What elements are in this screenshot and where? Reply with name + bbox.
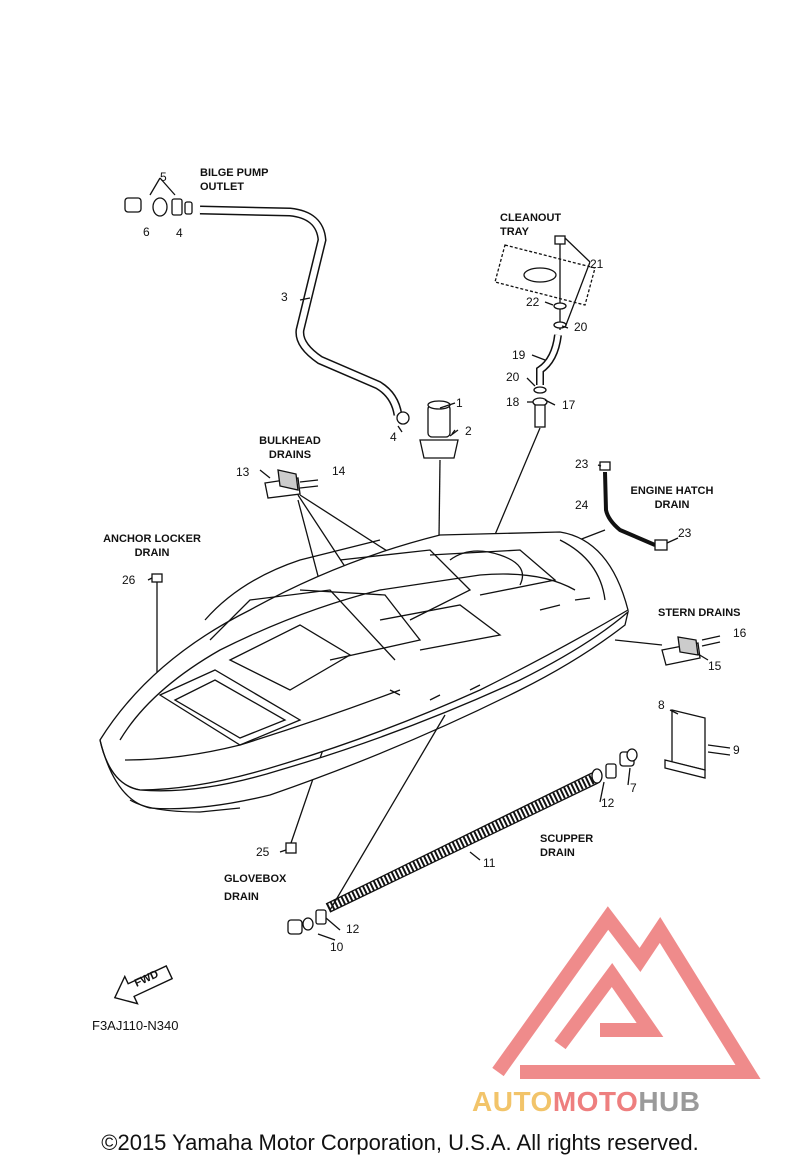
callout-20-lower: 20 xyxy=(506,370,520,384)
bilge-pump xyxy=(427,404,451,438)
callout-23-upper: 23 xyxy=(575,457,589,471)
callout-12-fwd: 12 xyxy=(346,922,360,936)
callout-22: 22 xyxy=(526,295,540,309)
scupper-hose xyxy=(325,773,598,913)
callout-8: 8 xyxy=(658,698,665,712)
callout-1: 1 xyxy=(456,396,463,410)
callout-26: 26 xyxy=(122,573,136,587)
figure-code: F3AJ110-N340 xyxy=(92,1018,179,1033)
callout-19: 19 xyxy=(512,348,526,362)
callout-13: 13 xyxy=(236,465,250,479)
label-glovebox-drain: GLOVEBOX DRAIN xyxy=(224,873,287,903)
callout-10: 10 xyxy=(330,940,344,954)
callout-4-outlet: 4 xyxy=(176,226,183,240)
callout-18: 18 xyxy=(506,395,520,409)
callout-24: 24 xyxy=(575,498,589,512)
label-scupper-drain: SCUPPER DRAIN xyxy=(540,833,594,859)
callout-17: 17 xyxy=(562,398,576,412)
cleanout-tray xyxy=(494,244,596,306)
watermark-text: AUTOMOTOHUB xyxy=(472,1086,701,1117)
fwd-arrow-icon xyxy=(113,965,174,1005)
label-stern-drains: STERN DRAINS xyxy=(658,607,741,619)
line-art xyxy=(99,177,731,941)
callout-16: 16 xyxy=(733,626,747,640)
callout-20-upper: 20 xyxy=(574,320,588,334)
label-cleanout-tray: CLEANOUT TRAY xyxy=(500,212,562,238)
callout-11: 11 xyxy=(483,856,496,870)
callout-6: 6 xyxy=(143,225,150,239)
callout-23-lower: 23 xyxy=(678,526,692,540)
callout-4-pump: 4 xyxy=(390,430,397,444)
bilge-hose xyxy=(199,205,403,416)
copyright-notice: ©2015 Yamaha Motor Corporation, U.S.A. A… xyxy=(101,1130,699,1155)
callout-5: 5 xyxy=(160,170,167,184)
callout-2: 2 xyxy=(465,424,472,438)
label-engine-hatch-drain: ENGINE HATCH DRAIN xyxy=(630,485,714,511)
callout-21: 21 xyxy=(590,257,604,271)
callout-7: 7 xyxy=(630,781,637,795)
callout-3: 3 xyxy=(281,290,288,304)
mount-bracket xyxy=(671,709,706,771)
label-anchor-locker-drain: ANCHOR LOCKER DRAIN xyxy=(103,533,201,559)
boat-hull xyxy=(99,531,630,813)
callout-15: 15 xyxy=(708,659,722,673)
automotohub-logo xyxy=(492,906,761,1079)
label-bilge-pump-outlet: BILGE PUMP OUTLET xyxy=(200,167,269,193)
callout-12-aft: 12 xyxy=(601,796,615,810)
callout-9: 9 xyxy=(733,743,740,757)
callout-25: 25 xyxy=(256,845,270,859)
outlet-fitting xyxy=(124,197,142,213)
label-bulkhead-drains: BULKHEAD DRAINS xyxy=(259,435,321,461)
callout-14: 14 xyxy=(332,464,346,478)
